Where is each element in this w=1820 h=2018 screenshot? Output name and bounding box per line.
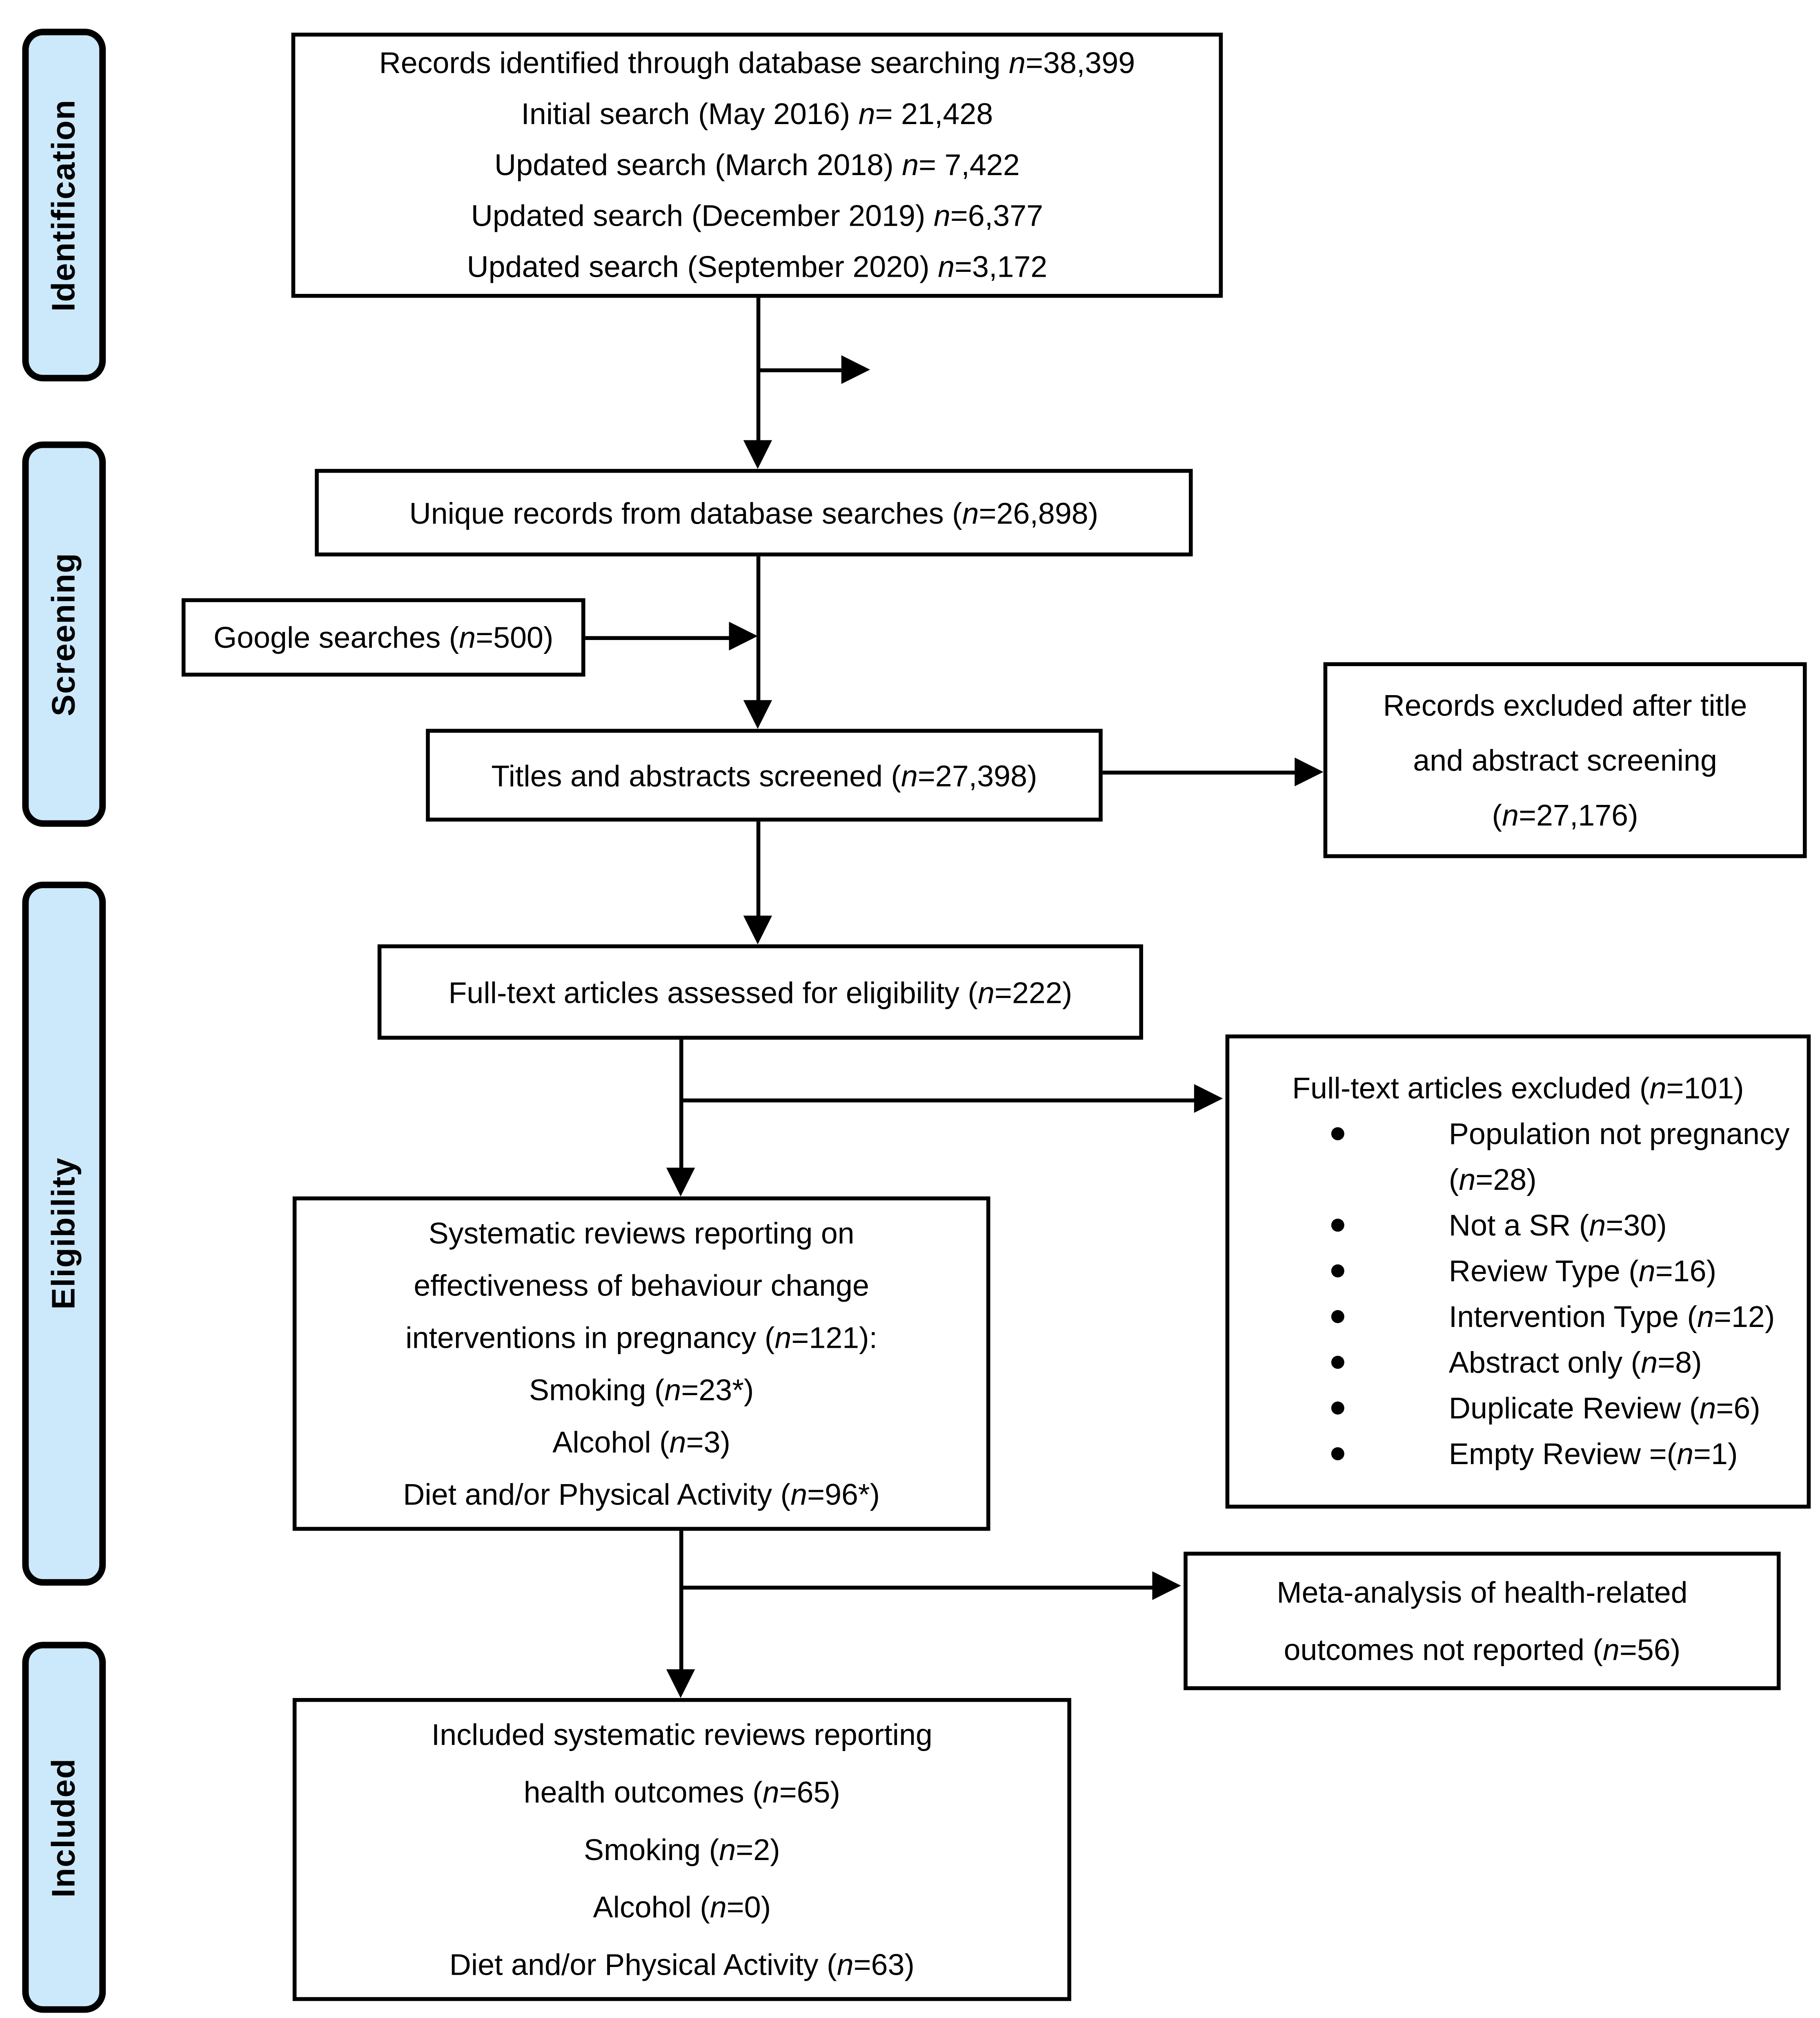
fulltext-excluded-item: Not a SR (n=30) <box>1229 1203 1807 1249</box>
connector-systematic-to-included <box>679 1531 683 1672</box>
systematic-reviews-line: Diet and/or Physical Activity (n=96*) <box>403 1477 880 1511</box>
included-reviews-line: Smoking (n=2) <box>584 1832 780 1867</box>
bullet-icon <box>1331 1356 1344 1369</box>
fulltext-excluded-item: Duplicate Review (n=6) <box>1229 1386 1807 1431</box>
bullet-icon <box>1331 1401 1344 1415</box>
fulltext-excluded-item-text: Review Type (n=16) <box>1448 1254 1717 1288</box>
arrowhead-right-icon <box>1152 1571 1181 1600</box>
meta-analysis-line: outcomes not reported (n=56) <box>1284 1633 1681 1667</box>
records-identified-line: Records identified through database sear… <box>379 46 1135 80</box>
included-reviews-line: Alcohol (n=0) <box>593 1890 771 1924</box>
fulltext-excluded-item: Review Type (n=16) <box>1229 1249 1807 1294</box>
fulltext-excluded-title: Full-text articles excluded (n=101) <box>1292 1071 1744 1105</box>
box-records-identified: Records identified through database sear… <box>291 33 1223 298</box>
arrowhead-down-icon <box>666 1669 695 1698</box>
box-google-searches: Google searches (n=500) <box>181 598 585 677</box>
systematic-reviews-line: Alcohol (n=3) <box>552 1425 731 1459</box>
arrowhead-right-icon <box>1295 758 1324 787</box>
fulltext-excluded-item: Abstract only (n=8) <box>1229 1340 1807 1386</box>
arrowhead-down-icon <box>666 1167 695 1197</box>
stage-label-screening-text: Screening <box>45 552 82 716</box>
connector-unique-to-titles <box>756 556 761 703</box>
connector-identified-to-unique <box>756 298 761 443</box>
box-unique-records: Unique records from database searches (n… <box>315 469 1193 557</box>
box-meta-analysis-not-reported: Meta-analysis of health-related outcomes… <box>1184 1551 1781 1690</box>
systematic-reviews-line: Systematic reviews reporting on <box>428 1216 854 1250</box>
titles-abstracts-text: Titles and abstracts screened (n=27,398) <box>491 758 1037 792</box>
connector-fulltext-to-systematic <box>679 1040 683 1171</box>
connector-fulltext-to-excluded <box>682 1098 1197 1102</box>
stage-label-eligibility: Eligibility <box>22 882 106 1586</box>
stage-label-included: Included <box>22 1642 106 2013</box>
stage-label-included-text: Included <box>45 1757 82 1897</box>
systematic-reviews-line: Smoking (n=23*) <box>529 1373 754 1407</box>
arrowhead-down-icon <box>743 700 772 729</box>
arrowhead-down-icon <box>743 440 772 469</box>
bullet-icon <box>1331 1310 1344 1323</box>
records-identified-line: Updated search (March 2018) n= 7,422 <box>494 147 1020 182</box>
box-records-excluded-title-abstract: Records excluded after title and abstrac… <box>1323 662 1807 858</box>
connector-google-to-screening <box>585 636 732 640</box>
bullet-icon <box>1331 1447 1344 1460</box>
stage-label-eligibility-text: Eligibility <box>45 1157 82 1310</box>
box-titles-abstracts-screened: Titles and abstracts screened (n=27,398) <box>426 729 1103 822</box>
records-identified-line: Updated search (December 2019) n=6,377 <box>471 198 1043 233</box>
records-excluded-line: (n=27,176) <box>1492 798 1638 832</box>
arrowhead-right-icon <box>729 622 758 651</box>
included-reviews-line: Diet and/or Physical Activity (n=63) <box>449 1947 915 1982</box>
fulltext-excluded-item-text: Abstract only (n=8) <box>1448 1345 1702 1380</box>
bullet-icon <box>1331 1127 1344 1140</box>
stage-label-identification-text: Identification <box>45 99 82 311</box>
connector-systematic-to-meta <box>682 1585 1155 1590</box>
fulltext-excluded-item-text: Population not pregnancy (n=28) <box>1448 1117 1790 1197</box>
fulltext-excluded-item: Intervention Type (n=12) <box>1229 1294 1807 1340</box>
connector-duplicates-branch <box>759 368 841 372</box>
records-excluded-line: and abstract screening <box>1413 743 1717 777</box>
arrowhead-down-icon <box>743 916 772 945</box>
box-fulltext-assessed: Full-text articles assessed for eligibil… <box>377 944 1143 1040</box>
included-reviews-line: Included systematic reviews reporting <box>431 1718 932 1752</box>
box-systematic-reviews: Systematic reviews reporting on effectiv… <box>292 1196 990 1531</box>
fulltext-excluded-item-text: Empty Review =(n=1) <box>1448 1437 1738 1471</box>
fulltext-excluded-item: Population not pregnancy (n=28) <box>1229 1111 1807 1203</box>
fulltext-excluded-item: Empty Review =(n=1) <box>1229 1431 1807 1477</box>
stage-label-identification: Identification <box>22 29 106 382</box>
stage-label-screening: Screening <box>22 441 106 827</box>
arrowhead-right-icon <box>841 355 870 384</box>
systematic-reviews-line: effectiveness of behaviour change <box>414 1268 870 1302</box>
fulltext-assessed-text: Full-text articles assessed for eligibil… <box>448 975 1072 1009</box>
included-reviews-line: health outcomes (n=65) <box>523 1775 841 1809</box>
connector-titles-to-fulltext <box>756 821 761 918</box>
records-identified-line: Initial search (May 2016) n= 21,428 <box>521 96 993 131</box>
bullet-icon <box>1331 1264 1344 1278</box>
fulltext-excluded-item-text: Duplicate Review (n=6) <box>1448 1391 1760 1425</box>
box-fulltext-excluded: Full-text articles excluded (n=101) Popu… <box>1225 1034 1811 1509</box>
systematic-reviews-line: interventions in pregnancy (n=121): <box>405 1320 878 1355</box>
unique-records-text: Unique records from database searches (n… <box>409 496 1099 530</box>
records-identified-line: Updated search (September 2020) n=3,172 <box>467 249 1048 284</box>
fulltext-excluded-item-text: Intervention Type (n=12) <box>1448 1300 1775 1334</box>
arrowhead-right-icon <box>1194 1084 1223 1113</box>
bullet-icon <box>1331 1218 1344 1232</box>
meta-analysis-line: Meta-analysis of health-related <box>1277 1575 1688 1609</box>
google-searches-text: Google searches (n=500) <box>213 620 554 655</box>
box-included-reviews: Included systematic reviews reporting he… <box>292 1698 1071 2001</box>
records-excluded-line: Records excluded after title <box>1383 688 1747 722</box>
fulltext-excluded-item-text: Not a SR (n=30) <box>1448 1208 1667 1242</box>
connector-titles-to-excluded <box>1102 771 1297 775</box>
